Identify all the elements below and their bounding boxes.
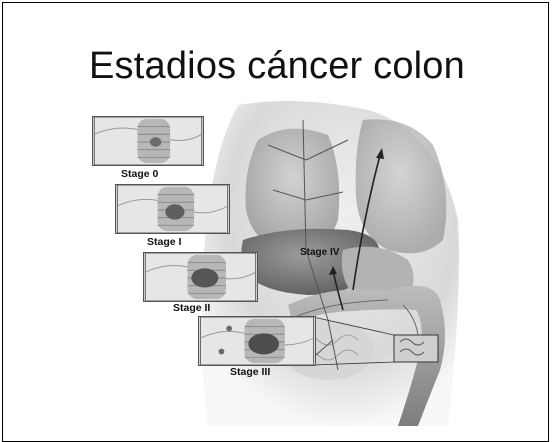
stage-iv-label: Stage IV bbox=[300, 247, 339, 258]
stage-0-label: Stage 0 bbox=[121, 168, 158, 180]
slide-title: Estadios cáncer colon bbox=[3, 45, 551, 88]
right-lung bbox=[356, 119, 447, 253]
stage-0-thumbnail bbox=[92, 116, 204, 166]
stage-ii-label: Stage II bbox=[173, 302, 210, 314]
stage-ii-thumbnail bbox=[143, 252, 258, 302]
stage-iii-label: Stage III bbox=[230, 366, 270, 378]
zoom-box bbox=[394, 335, 438, 362]
stage-i-label: Stage I bbox=[147, 236, 181, 248]
stage-i-thumbnail bbox=[115, 184, 230, 234]
stage-iii-thumbnail bbox=[198, 316, 316, 366]
